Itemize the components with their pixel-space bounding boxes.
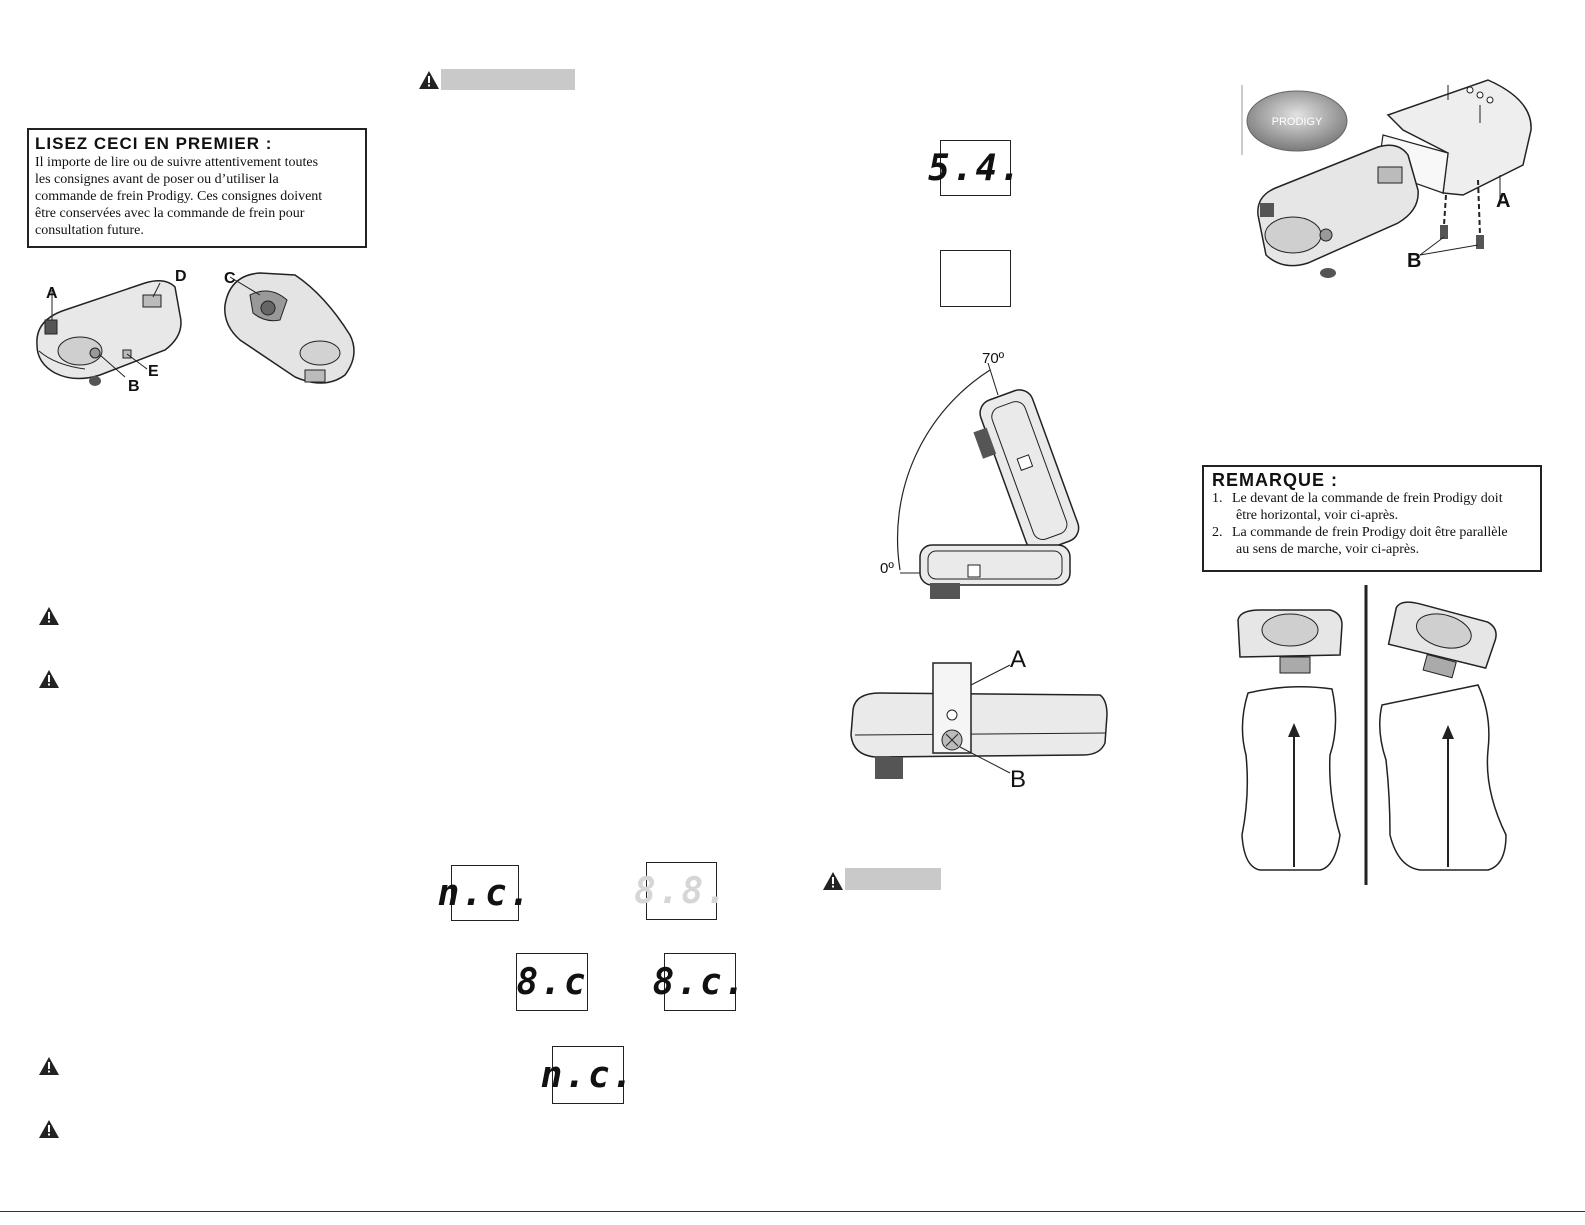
list-item: 2. La commande de frein Prodigy doit êtr…	[1212, 525, 1508, 557]
mounting-angle-figure	[896, 362, 1080, 599]
controller-parts-figure	[36, 272, 355, 386]
read-first-box: LISEZ CECI EN PREMIER : Il importe de li…	[27, 128, 367, 248]
display-c-1: 8.c	[516, 953, 588, 1011]
display-ghost: 8.8.	[634, 862, 727, 920]
side-mount-figure	[850, 662, 1108, 779]
remarque-box: REMARQUE : 1. Le devant de la commande d…	[1202, 465, 1542, 572]
display-nc-1: n.c.	[438, 865, 530, 921]
display-nc-2: n.c.	[541, 1046, 633, 1104]
warning-triangle-icon	[39, 1120, 59, 1138]
angle-label-0: 0º	[880, 560, 894, 577]
remarque-list: 1. Le devant de la commande de frein Pro…	[1212, 490, 1532, 558]
bracket-label-a: A	[1496, 190, 1511, 212]
angle-label-70: 70º	[982, 350, 1005, 367]
warning-bar	[441, 69, 575, 90]
warning-bar	[845, 868, 941, 890]
fig1-label-a: A	[46, 285, 58, 302]
mount-label-a: A	[1010, 646, 1027, 673]
list-item: 1. Le devant de la commande de frein Pro…	[1212, 491, 1503, 523]
display-blank	[940, 250, 1011, 307]
remarque-title: REMARQUE :	[1212, 470, 1338, 490]
orientation-figure	[1237, 585, 1507, 885]
warning-triangle-icon	[823, 872, 843, 890]
warning-triangle-icon	[39, 670, 59, 688]
warning-triangle-icon	[39, 607, 59, 625]
read-first-text: Il importe de lire ou de suivre attentiv…	[35, 155, 323, 238]
bracket-figure	[1257, 79, 1532, 278]
display-c-2: 8.c.	[653, 953, 745, 1011]
mount-label-b: B	[1010, 766, 1027, 793]
display-54: 5.4.	[928, 140, 1021, 196]
page-bottom-rule	[0, 1211, 1585, 1212]
warning-triangle-icon	[39, 1057, 59, 1075]
fig1-label-c: C	[224, 270, 236, 287]
logo-text: PRODIGY	[1272, 116, 1323, 128]
fig1-label-d: D	[175, 268, 187, 285]
fig1-label-e: E	[148, 363, 159, 380]
bracket-label-b: B	[1407, 250, 1422, 272]
fig1-label-b: B	[128, 378, 140, 395]
warning-triangle-icon	[419, 71, 439, 89]
read-first-title: LISEZ CECI EN PREMIER :	[35, 134, 273, 153]
prodigy-logo: PRODIGY	[1241, 85, 1348, 155]
